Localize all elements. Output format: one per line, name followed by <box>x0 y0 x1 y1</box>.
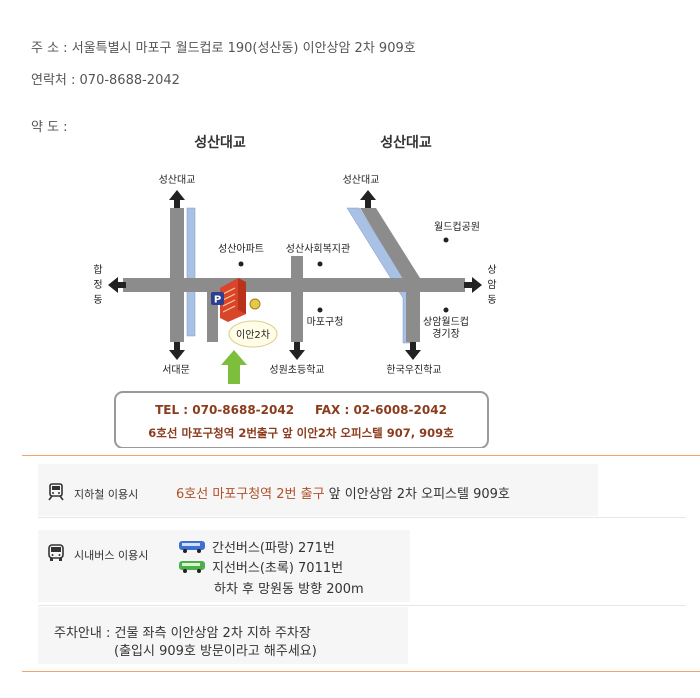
arrow-down-center-icon <box>289 342 305 360</box>
road-diagonal-right <box>360 208 420 292</box>
building-marker-icon <box>249 298 261 310</box>
map-label-bridge-left: 성산대교 <box>159 174 196 186</box>
bus-line-blue-text: 간선버스(파랑) 271번 <box>212 541 335 556</box>
address-text: 주 소 : 서울특별시 마포구 월드컵로 190(성산동) 이안상암 2차 90… <box>31 41 416 56</box>
map-label-elementary: 성원초등학교 <box>269 364 324 376</box>
map-label-apartment: 성산아파트 <box>218 243 264 255</box>
map-label-seodaemun: 서대문 <box>162 364 190 376</box>
bus-stop-note: 하차 후 망원동 방향 200m <box>214 582 364 597</box>
map-label-stadium-1: 상암월드컵 <box>423 315 469 328</box>
map-label-stadium-2: 경기장 <box>432 327 460 340</box>
map-label-worldcup-park: 월드컵공원 <box>434 220 480 233</box>
map-dot-apartment <box>238 261 244 267</box>
map-label-hapjeong-3: 동 <box>93 294 102 306</box>
arrow-down-right-icon <box>405 342 421 360</box>
map-label-sangam-2: 암 <box>487 279 496 291</box>
road-vertical-left <box>170 208 184 342</box>
subway-icon <box>47 483 65 505</box>
row-divider-1 <box>38 517 686 518</box>
green-bus-icon <box>178 560 206 578</box>
map-label-post-school: 한국우진학교 <box>386 364 441 376</box>
road-vertical-right <box>406 292 420 342</box>
arrow-up-left-icon <box>169 190 185 208</box>
building-icon <box>220 278 246 322</box>
map-label-sangam-1: 상 <box>487 264 496 276</box>
bridge-label-left: 성산대교 <box>194 134 246 151</box>
parking-row <box>38 607 408 664</box>
map-label-hapjeong-1: 합 <box>93 264 102 276</box>
map-title: 약 도 : <box>31 120 68 135</box>
arrow-right-icon <box>464 277 482 293</box>
blue-bus-icon <box>178 540 206 558</box>
bus-icon <box>47 544 65 566</box>
row-divider-2 <box>38 605 686 606</box>
river-stripe-left <box>186 207 196 337</box>
subway-rest: 앞 이안상암 2차 오피스텔 909호 <box>324 487 510 502</box>
parking-sign-letter: P <box>214 295 221 306</box>
bus-label: 시내버스 이용시 <box>74 549 149 562</box>
subway-directions: 6호선 마포구청역 2번 출구 앞 이안상암 2차 오피스텔 909호 <box>176 483 510 502</box>
subway-label: 지하철 이용시 <box>74 488 139 501</box>
map-label-welfare: 성산사회복지관 <box>286 243 350 255</box>
road-branch-center <box>291 256 303 342</box>
bus-row <box>38 530 410 602</box>
map-info-box <box>114 391 489 448</box>
map-label-sangam-3: 동 <box>487 294 496 306</box>
divider-top <box>22 455 700 456</box>
map-dot-stadium <box>443 307 449 313</box>
bus-line-green-text: 지선버스(초록) 7011번 <box>212 561 344 576</box>
bus-line-green: 지선버스(초록) 7011번 <box>178 557 343 578</box>
map-dot-worldcup <box>443 237 449 243</box>
map-directions: 6호선 마포구청역 2번출구 앞 이안2차 오피스텔 907, 909호 <box>148 426 454 440</box>
parking-sign-icon <box>211 292 224 305</box>
arrow-left-icon <box>108 277 126 293</box>
building-callout <box>228 320 278 348</box>
map-dot-office <box>317 307 323 313</box>
arrow-down-left-icon <box>169 342 185 360</box>
bus-line-blue: 간선버스(파랑) 271번 <box>178 537 335 558</box>
divider-bottom <box>22 671 700 672</box>
map-label-building: 이안2차 <box>236 329 270 341</box>
road-branch-small <box>207 292 218 342</box>
contact-text: 연락처 : 070-8688-2042 <box>31 73 180 88</box>
map-label-office: 마포구청 <box>307 316 344 328</box>
map-label-hapjeong-2: 정 <box>93 279 102 291</box>
green-arrow-icon <box>221 350 247 384</box>
arrow-up-right-icon <box>360 190 376 208</box>
bridge-label-right: 성산대교 <box>380 134 432 151</box>
subway-highlight: 6호선 마포구청역 2번 출구 <box>176 487 325 502</box>
map-label-bridge-right: 성산대교 <box>343 174 380 186</box>
parking-info: 주차안내 : 건물 좌측 이안상암 2차 지하 주차장 <box>54 626 311 641</box>
map-tel-fax: TEL : 070-8688-2042 FAX : 02-6008-2042 <box>155 403 447 417</box>
map-dot-welfare <box>317 261 323 267</box>
parking-note: (출입시 909호 방문이라고 해주세요) <box>114 644 317 659</box>
location-map: 성산대교 성산대교 성산대교 성산대교 월드컵공원 성산아파트 성산사회복지관 … <box>80 128 510 448</box>
subway-row <box>38 464 598 516</box>
